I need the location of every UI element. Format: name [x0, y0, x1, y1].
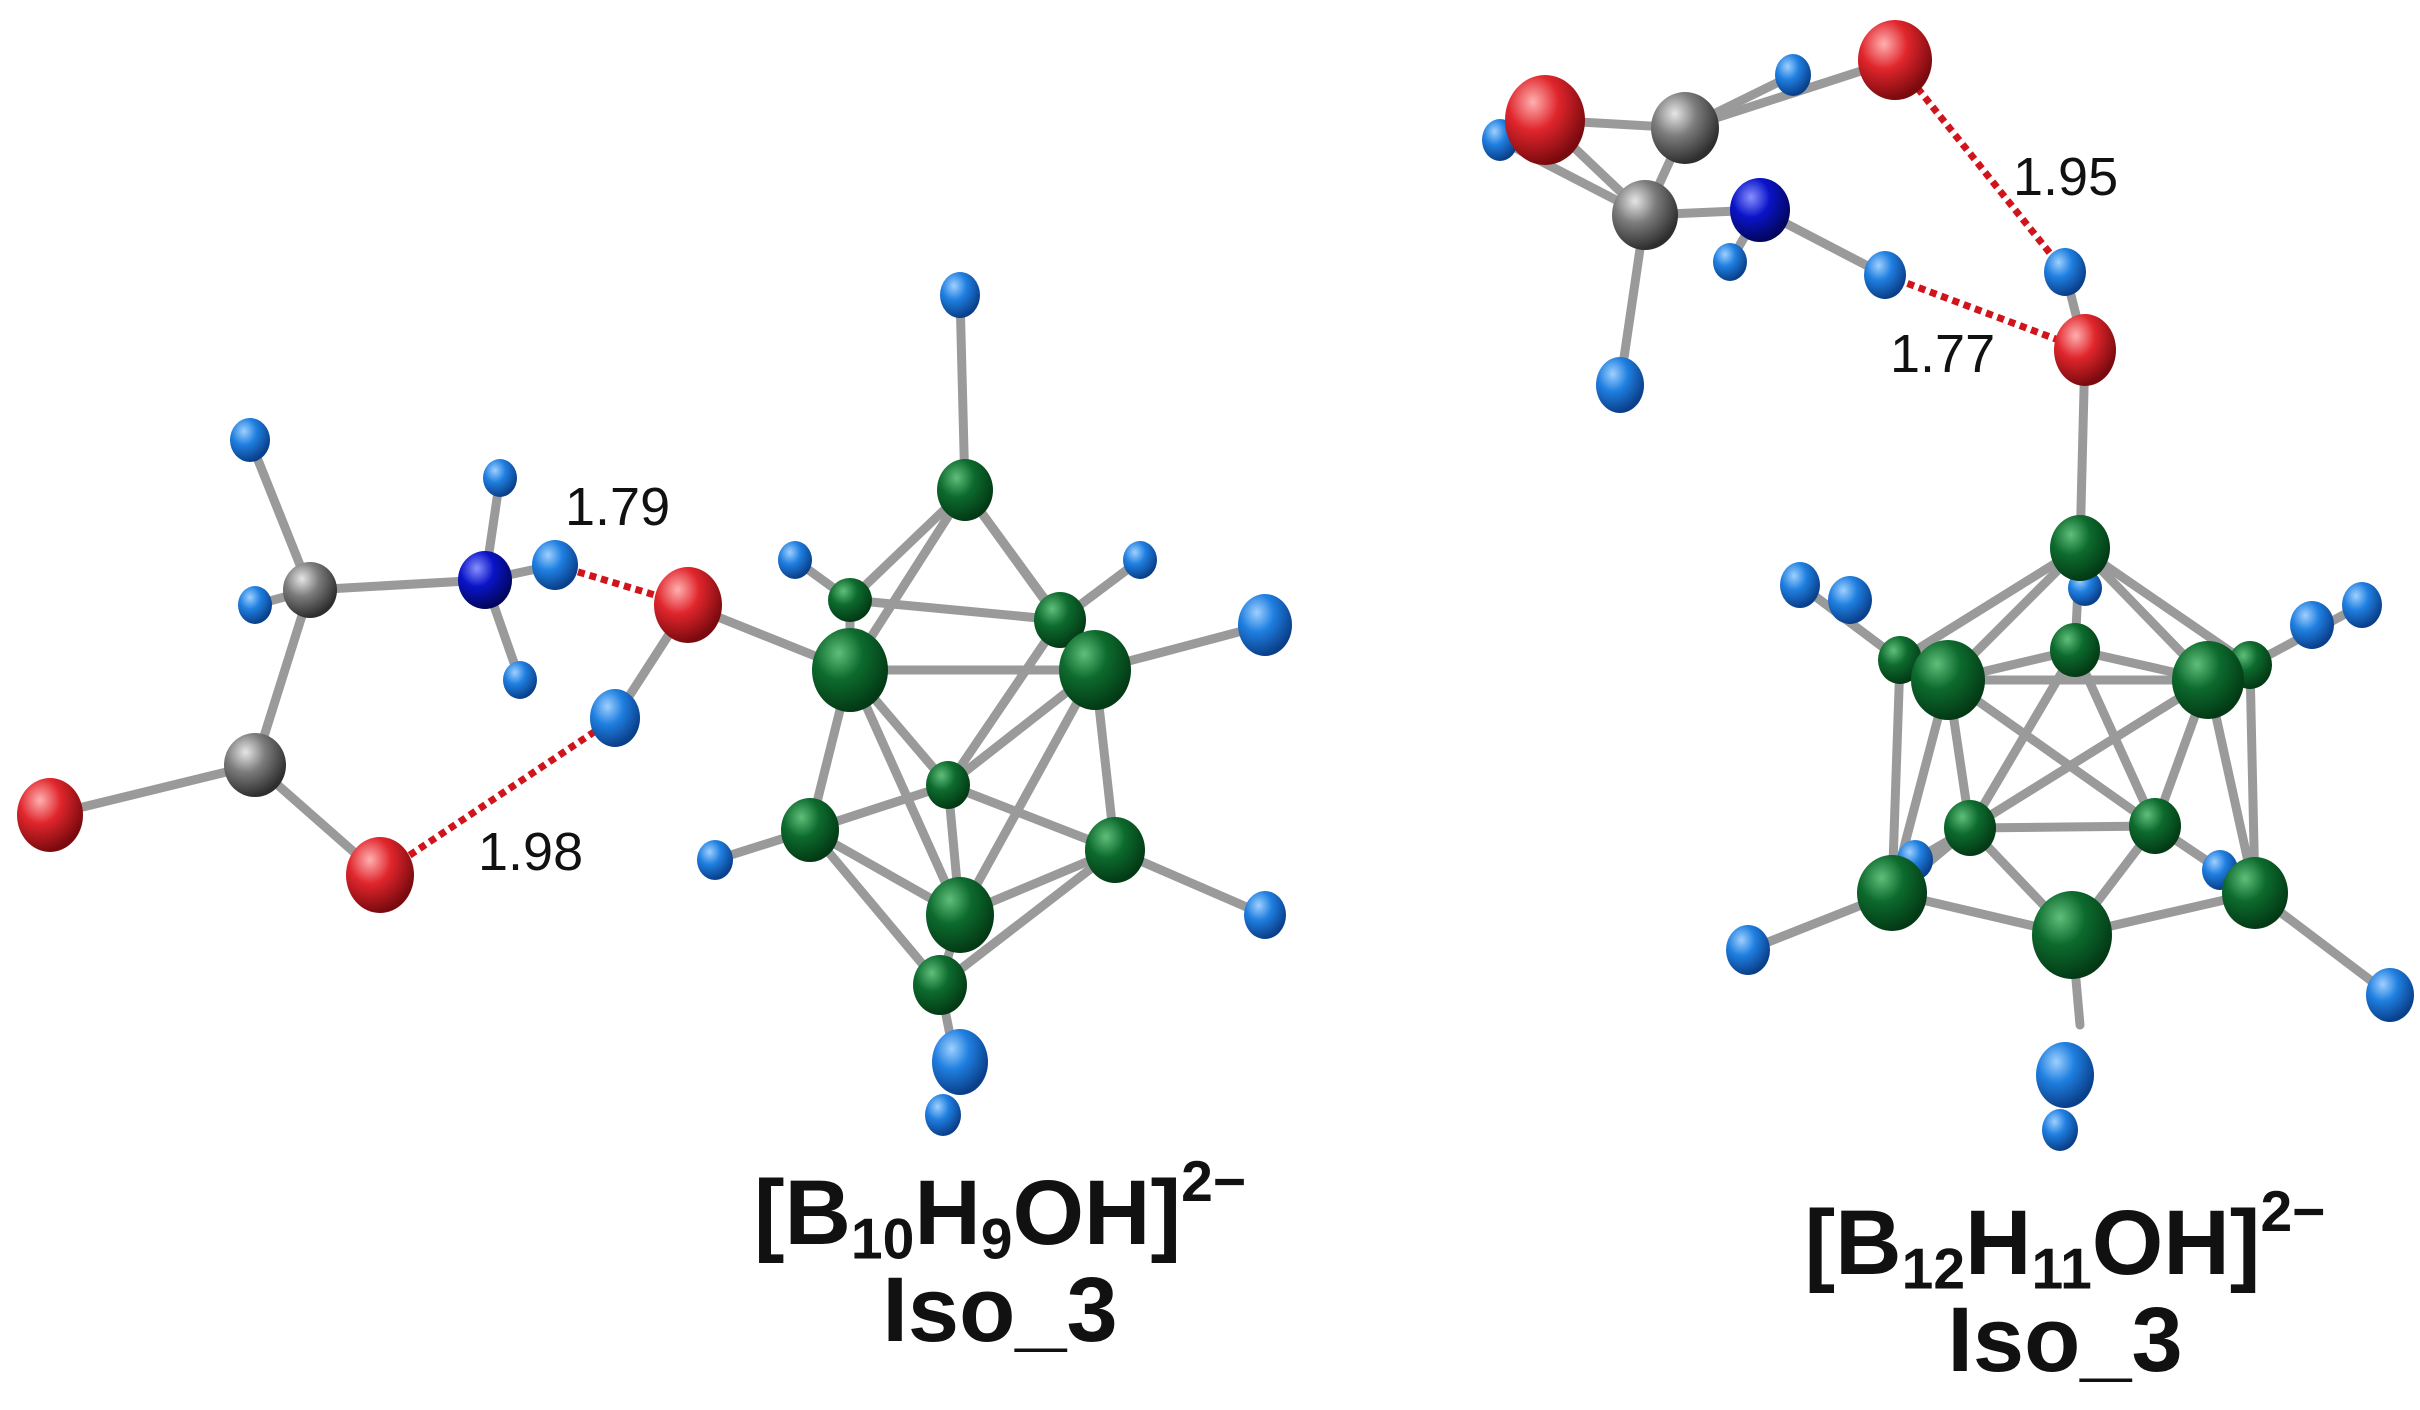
- hydrogen-atom: [1864, 251, 1906, 299]
- boron-atom: [2050, 623, 2100, 677]
- carbon-atom: [1651, 92, 1719, 164]
- hbond-distance-label: 1.98: [478, 822, 583, 882]
- boron-atom: [2172, 641, 2244, 719]
- caption-left: [B10H9OH]2− Iso_3: [640, 1150, 1360, 1361]
- hydrogen-atom: [503, 661, 537, 699]
- oxygen-atom: [17, 778, 83, 852]
- boron-atom: [1878, 636, 1922, 684]
- hydrogen-atom: [483, 459, 517, 497]
- hydrogen-atom: [2044, 248, 2086, 296]
- hydrogen-atom: [697, 840, 733, 880]
- carbon-atom: [224, 733, 286, 797]
- hydrogen-atom: [2342, 582, 2382, 628]
- hydrogen-atom: [1238, 594, 1292, 656]
- isomer-label: Iso_3: [1947, 1288, 2183, 1391]
- boron-atom: [937, 459, 993, 521]
- molecule-right: 1.95 1.77: [1482, 20, 2414, 1151]
- boron-atom: [2129, 798, 2181, 854]
- caption-right: [B12H11OH]2− Iso_3: [1745, 1180, 2385, 1391]
- hbonds-right: [1883, 57, 2087, 354]
- boron-atom: [913, 955, 967, 1015]
- hydrogen-atom: [1726, 925, 1770, 975]
- hydrogen-atom: [1775, 54, 1811, 96]
- atoms-left: [17, 272, 1292, 1136]
- boron-atom: [1944, 800, 1996, 856]
- hbond-distance-label: 1.95: [2013, 147, 2118, 207]
- formula-label: [B12H11OH]2−: [1804, 1180, 2326, 1302]
- hydrogen-atom: [2036, 1042, 2094, 1108]
- carbon-atom: [1612, 180, 1678, 250]
- hydrogen-atom: [1596, 357, 1644, 413]
- hydrogen-atom: [925, 1094, 961, 1136]
- boron-atom: [812, 628, 888, 712]
- hydrogen-atom: [1123, 541, 1157, 579]
- oxygen-atom: [2054, 314, 2116, 386]
- hydrogen-atom: [932, 1029, 988, 1095]
- hydrogen-atom: [238, 586, 272, 624]
- hydrogen-atom: [230, 418, 270, 462]
- boron-atom: [1911, 640, 1985, 720]
- boron-atom: [1034, 592, 1086, 648]
- hydrogen-atom: [940, 272, 980, 318]
- oxygen-atom: [654, 567, 722, 643]
- boron-atom: [2050, 515, 2110, 581]
- boron-atom: [2222, 857, 2288, 929]
- hydrogen-atom: [2042, 1109, 2078, 1151]
- atoms-right: [1482, 20, 2414, 1151]
- nitrogen-atom: [1730, 178, 1790, 242]
- nitrogen-atom: [458, 551, 512, 609]
- boron-atom: [1059, 630, 1131, 710]
- boron-atom: [1085, 817, 1145, 883]
- oxygen-atom: [1858, 20, 1932, 100]
- boron-atom: [781, 798, 839, 862]
- oxygen-atom: [1505, 75, 1585, 165]
- boron-atom: [828, 578, 872, 622]
- hbond-distance-label: 1.79: [565, 477, 670, 537]
- hydrogen-atom: [1713, 243, 1747, 281]
- hydrogen-atom: [2290, 601, 2334, 649]
- hydrogen-atom: [590, 689, 640, 747]
- hydrogen-atom: [532, 540, 578, 590]
- oxygen-atom: [346, 837, 414, 913]
- boron-atom: [926, 877, 994, 953]
- hydrogen-atom: [2366, 968, 2414, 1022]
- boron-atom: [1857, 855, 1927, 931]
- hbond-distance-label: 1.77: [1890, 324, 1995, 384]
- boron-atom: [2032, 891, 2112, 979]
- hydrogen-atom: [1828, 576, 1872, 624]
- hydrogen-atom: [1244, 891, 1286, 939]
- formula-label: [B10H9OH]2−: [753, 1150, 1247, 1272]
- carbon-atom: [283, 562, 337, 618]
- boron-atom: [926, 761, 970, 809]
- isomer-label: Iso_3: [882, 1258, 1118, 1361]
- hydrogen-atom: [1780, 562, 1820, 608]
- molecule-left: 1.79 1.98: [17, 272, 1292, 1136]
- hydrogen-atom: [778, 541, 812, 579]
